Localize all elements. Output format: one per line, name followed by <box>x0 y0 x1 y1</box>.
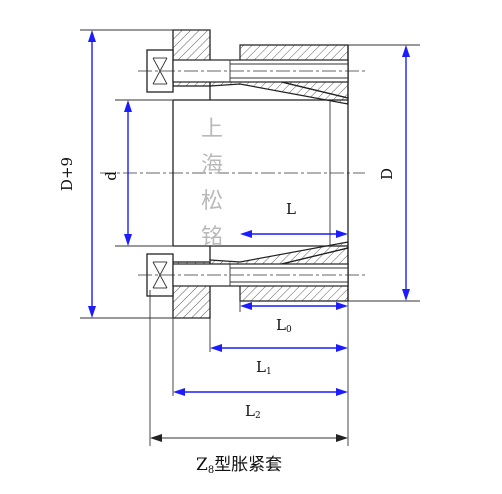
caption-text: 型胀紧套 <box>214 455 282 475</box>
bolt-bottom <box>138 253 365 297</box>
dim-L1-sub: 1 <box>266 367 272 377</box>
dim-L-label: L <box>286 200 296 218</box>
watermark-char-1: 上 <box>201 117 223 142</box>
dim-L2-label: L <box>245 402 255 420</box>
dim-L0-sub: 0 <box>286 325 292 335</box>
watermark-char-2: 海 <box>201 153 223 178</box>
svg-text:L0: L0 <box>276 316 292 335</box>
dim-D9-label: D+9 <box>58 157 76 191</box>
dim-L2-sub: 2 <box>255 411 261 421</box>
watermark-char-4: 铭 <box>201 225 223 250</box>
caption-prefix: Z <box>196 455 208 475</box>
dim-L0-label: L <box>276 316 286 334</box>
svg-text:L1: L1 <box>256 358 272 377</box>
dim-D-label: D <box>378 168 396 180</box>
caption-sub: 8 <box>208 465 214 476</box>
dim-d-label: d <box>102 171 120 181</box>
dim-L1-label: L <box>256 358 266 376</box>
watermark-char-3: 松 <box>201 189 223 214</box>
svg-text:Z8型胀紧套: Z8型胀紧套 <box>196 455 282 476</box>
svg-text:L2: L2 <box>245 402 261 421</box>
bolt-top <box>138 49 365 93</box>
